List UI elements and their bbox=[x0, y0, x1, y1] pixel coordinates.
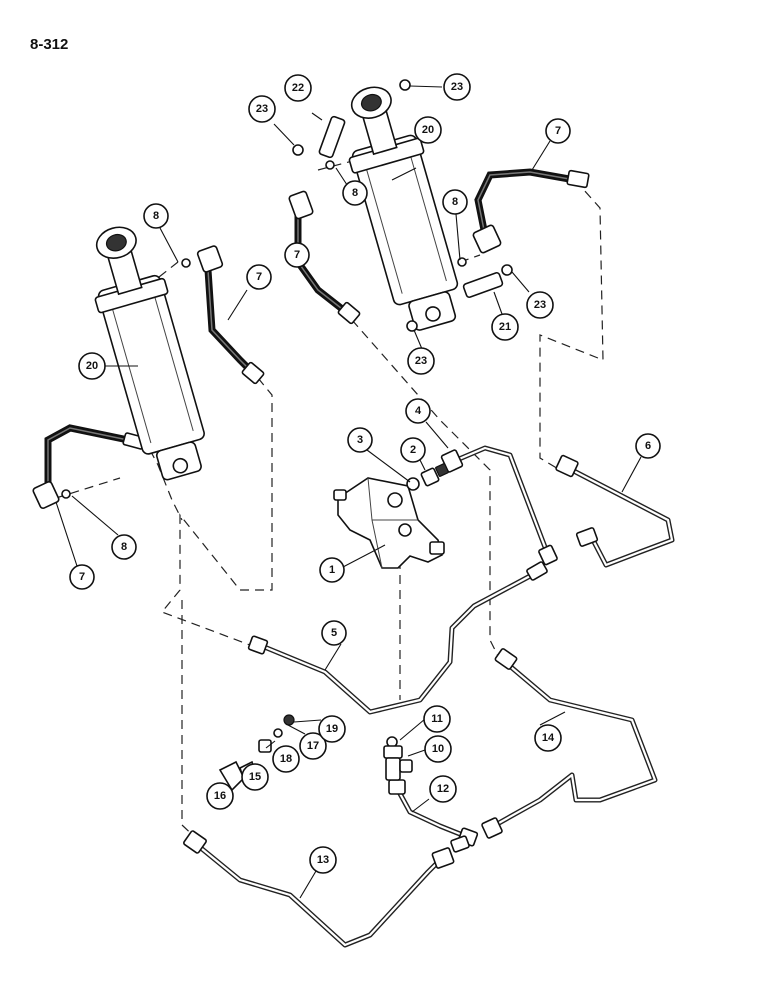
dash-left-path bbox=[161, 377, 273, 646]
dash-left-cyl-lower bbox=[149, 449, 183, 521]
svg-text:21: 21 bbox=[499, 321, 511, 333]
svg-text:8: 8 bbox=[452, 196, 458, 208]
hose-right bbox=[472, 168, 590, 254]
svg-text:23: 23 bbox=[534, 299, 546, 311]
callout-14: 14 bbox=[534, 724, 562, 752]
callout-17: 17 bbox=[299, 732, 327, 760]
hose-left-lower bbox=[32, 424, 146, 510]
callout-11: 11 bbox=[423, 705, 451, 733]
svg-text:12: 12 bbox=[437, 783, 449, 795]
svg-text:7: 7 bbox=[555, 125, 561, 137]
svg-text:8: 8 bbox=[153, 210, 159, 222]
callout-20-left: 20 bbox=[78, 352, 106, 380]
svg-text:11: 11 bbox=[431, 713, 443, 725]
callout-8-left-upper: 8 bbox=[143, 203, 169, 229]
tube-line-5 bbox=[247, 561, 548, 715]
svg-text:23: 23 bbox=[256, 103, 268, 115]
dash-hose7-left bbox=[55, 477, 121, 499]
svg-text:8: 8 bbox=[352, 187, 358, 199]
leader-lines bbox=[55, 85, 642, 899]
callout-7-left-lower: 7 bbox=[69, 564, 95, 590]
tube-line-4 bbox=[440, 445, 558, 566]
callout-8-right: 8 bbox=[442, 189, 468, 215]
svg-text:7: 7 bbox=[256, 271, 262, 283]
svg-text:4: 4 bbox=[415, 405, 422, 417]
tube-line-12 bbox=[388, 779, 479, 847]
callout-15: 15 bbox=[241, 763, 269, 791]
svg-text:5: 5 bbox=[331, 627, 337, 639]
valve-fittings bbox=[406, 463, 449, 491]
page-number: 8-312 bbox=[30, 36, 69, 53]
hose-center bbox=[288, 190, 361, 325]
dash-center-path bbox=[351, 319, 501, 661]
svg-text:7: 7 bbox=[79, 571, 85, 583]
dash-right-path bbox=[539, 179, 604, 471]
svg-text:19: 19 bbox=[326, 723, 338, 735]
svg-text:18: 18 bbox=[280, 753, 292, 765]
callout-22: 22 bbox=[284, 74, 312, 102]
control-valve-body bbox=[333, 477, 445, 569]
callout-16: 16 bbox=[206, 782, 234, 810]
tube-line-14 bbox=[481, 648, 658, 839]
callout-21: 21 bbox=[491, 313, 519, 341]
svg-text:7: 7 bbox=[294, 249, 300, 261]
callout-6: 6 bbox=[635, 433, 661, 459]
svg-text:17: 17 bbox=[307, 740, 319, 752]
tube-line-13 bbox=[183, 830, 470, 948]
callout-23-upper-right: 23 bbox=[443, 73, 471, 101]
svg-text:13: 13 bbox=[317, 854, 329, 866]
svg-text:10: 10 bbox=[432, 743, 444, 755]
callout-23-right: 23 bbox=[526, 291, 554, 319]
callout-2: 2 bbox=[400, 437, 426, 463]
callout-3: 3 bbox=[347, 427, 373, 453]
svg-text:22: 22 bbox=[292, 82, 304, 94]
svg-text:20: 20 bbox=[422, 124, 434, 136]
svg-text:23: 23 bbox=[415, 355, 427, 367]
svg-text:1: 1 bbox=[329, 564, 335, 576]
svg-text:3: 3 bbox=[357, 434, 363, 446]
svg-text:20: 20 bbox=[86, 360, 98, 372]
callout-8-center: 8 bbox=[342, 180, 368, 206]
svg-text:2: 2 bbox=[410, 444, 416, 456]
tube-line-6 bbox=[555, 454, 675, 568]
callout-8-left-lower: 8 bbox=[111, 534, 137, 560]
callout-7-center: 7 bbox=[284, 242, 310, 268]
callout-23-lower: 23 bbox=[407, 347, 435, 375]
callout-7-upper-right: 7 bbox=[545, 118, 571, 144]
svg-text:14: 14 bbox=[542, 732, 555, 744]
svg-text:16: 16 bbox=[214, 790, 226, 802]
callout-13: 13 bbox=[309, 846, 337, 874]
tee-fitting bbox=[383, 736, 413, 781]
callout-19: 19 bbox=[318, 715, 346, 743]
hose-left-upper bbox=[196, 245, 265, 385]
dash-8-left bbox=[139, 261, 179, 293]
callout-4: 4 bbox=[405, 398, 431, 424]
dash-to-line-13 bbox=[181, 600, 199, 841]
callout-7-left-upper: 7 bbox=[246, 264, 272, 290]
svg-text:15: 15 bbox=[249, 771, 261, 783]
callout-20-right: 20 bbox=[414, 116, 442, 144]
callout-23-upper-left: 23 bbox=[248, 95, 276, 123]
callout-1: 1 bbox=[319, 557, 345, 583]
callout-12: 12 bbox=[429, 775, 457, 803]
hydraulic-cylinder-left bbox=[94, 226, 205, 481]
svg-text:23: 23 bbox=[451, 81, 463, 93]
svg-text:8: 8 bbox=[121, 541, 127, 553]
callout-10: 10 bbox=[424, 735, 452, 763]
callout-18: 18 bbox=[272, 745, 300, 773]
pins-and-washers bbox=[61, 79, 513, 499]
hydraulic-cylinder-right bbox=[348, 86, 459, 331]
dash-8-right bbox=[317, 157, 365, 171]
svg-text:6: 6 bbox=[645, 440, 651, 452]
callout-5: 5 bbox=[321, 620, 347, 646]
